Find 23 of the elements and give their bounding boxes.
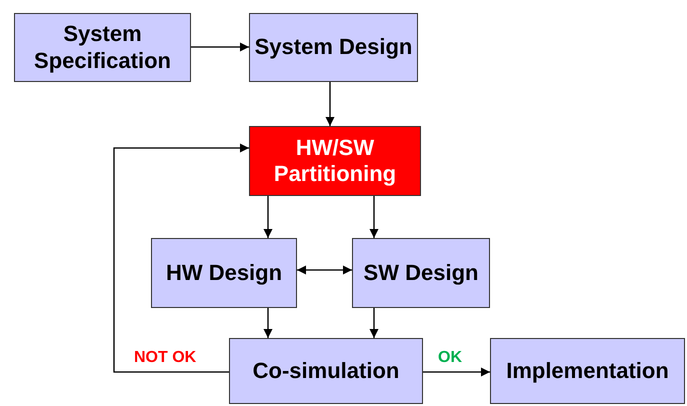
box-label: System Specification: [33, 21, 172, 74]
process-box: [249, 13, 418, 82]
process-box: [229, 338, 423, 404]
box-label: Implementation: [506, 358, 669, 384]
arrow: [264, 308, 272, 338]
box-label: HW Design: [166, 260, 282, 286]
process-box: [151, 238, 297, 308]
process-box: [352, 238, 490, 308]
arrow: [297, 266, 352, 274]
arrow: [370, 308, 378, 338]
arrow: [191, 42, 249, 52]
process-box: [490, 338, 685, 404]
arrow: [113, 144, 249, 373]
arrow: [423, 368, 490, 376]
arrow: [370, 196, 378, 238]
box-label: Co-simulation: [252, 358, 400, 384]
box-label: System Design: [254, 34, 412, 61]
arrow: [326, 82, 334, 126]
box-label: HW/SW Partitioning: [272, 134, 398, 188]
process-box: [14, 13, 191, 82]
arrow: [264, 196, 272, 238]
highlighted-process-box: [249, 126, 421, 196]
box-label: SW Design: [364, 260, 478, 286]
